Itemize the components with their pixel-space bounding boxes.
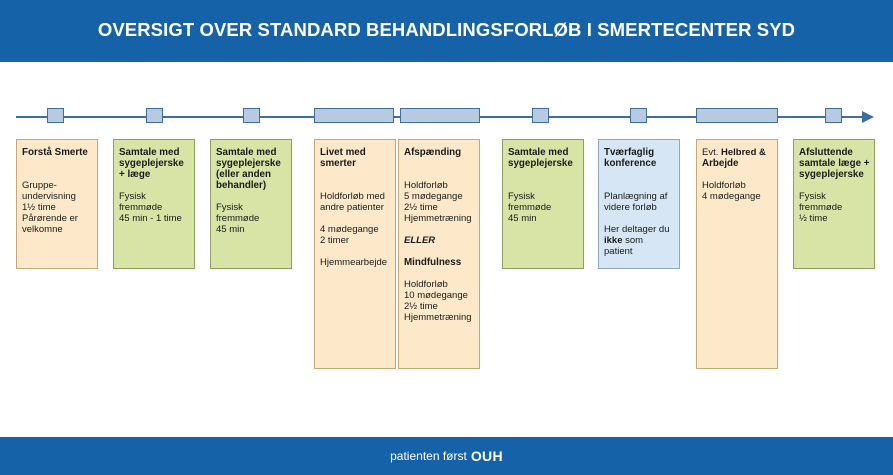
card-line: Hjemmetræning [404, 312, 472, 323]
card-line: andre patienter [320, 202, 384, 213]
card-title: Forstå Smerte [22, 147, 88, 158]
card-line: velkomne [22, 224, 63, 235]
card-title-line: sygeplejerske [799, 169, 864, 180]
card-title-line: sygeplejerske [216, 158, 281, 169]
card-line: 2½ time [404, 301, 438, 312]
card-title-line: samtale læge + [799, 158, 870, 169]
card-line: 4 mødegange [320, 224, 379, 235]
card-line: Fysisk [216, 202, 243, 213]
timeline-marker-6 [532, 108, 549, 123]
card-line: undervisning [22, 191, 76, 202]
card-title-line: sygeplejerske [119, 158, 184, 169]
card-title-line: Tværfaglig [604, 147, 655, 158]
timeline-marker-1 [47, 108, 64, 123]
card-line: fremmøde [508, 202, 552, 213]
page-title: OVERSIGT OVER STANDARD BEHANDLINGSFORLØB… [97, 19, 796, 40]
card-line: Her deltager du [604, 224, 670, 235]
card-line: videre forløb [604, 202, 657, 213]
card-title-line: + læge [119, 169, 151, 180]
card-line: 45 min [216, 224, 245, 235]
card-line: fremmøde [799, 202, 843, 213]
card-line: Pårørende er [22, 213, 78, 224]
card-title-line: Samtale med [216, 147, 277, 158]
emphasis: ikke [604, 235, 623, 246]
card-line: fremmøde [119, 202, 163, 213]
ouh-logo-text: OUH [470, 448, 503, 464]
card-title-line: Arbejde [702, 158, 739, 169]
header-banner: OVERSIGT OVER STANDARD BEHANDLINGSFORLØB… [0, 0, 893, 62]
card-line: Holdforløb med [320, 191, 385, 202]
card-title: Afspænding [404, 147, 462, 158]
card-line: 10 mødegange [404, 290, 468, 301]
card-title-line: Samtale med [119, 147, 180, 158]
card-line: fremmøde [216, 213, 260, 224]
timeline-marker-2 [146, 108, 163, 123]
card-title-line: Livet med [320, 147, 366, 158]
card-title-line: konference [604, 158, 657, 169]
step-card-helbred-arbejde: Evt. Helbred & Arbejde Holdforløb 4 møde… [696, 139, 778, 369]
timeline-marker-5 [400, 108, 480, 123]
step-card-samtale-sygeplejerske: Samtale med sygeplejerske Fysisk fremmød… [502, 139, 584, 269]
card-line: 45 min - 1 time [119, 213, 182, 224]
card-title-line: (eller anden [216, 169, 271, 180]
card-line: Hjemmetræning [404, 213, 472, 224]
card-title-line: Evt. Helbred & [702, 147, 773, 158]
card-title-line: smerter [320, 158, 356, 169]
card-line: Fysisk [119, 191, 146, 202]
card-line: ½ time [799, 213, 828, 224]
card-title-line: behandler) [216, 180, 267, 191]
footer-banner: patienten først OUH [0, 437, 893, 475]
card-line: patient [604, 246, 633, 257]
card-line: Holdforløb [404, 279, 448, 290]
emphasis: Helbred & [721, 147, 766, 158]
timeline-marker-4 [314, 108, 394, 123]
footer-tagline: patienten først [390, 449, 467, 463]
step-card-samtale-laege: Samtale med sygeplejerske + læge Fysisk … [113, 139, 195, 269]
timeline-arrowhead [862, 111, 874, 123]
card-title-line: Samtale med [508, 147, 569, 158]
card-line: ikke som [604, 235, 675, 246]
card-line: 1½ time [22, 202, 56, 213]
or-separator: ELLER [404, 235, 436, 246]
card-line: Hjemmearbejde [320, 257, 388, 268]
timeline-marker-7 [630, 108, 647, 123]
card-line: 4 mødegange [702, 191, 761, 202]
card-line: Fysisk [799, 191, 826, 202]
step-card-forstaa-smerte: Forstå Smerte Gruppe- undervisning 1½ ti… [16, 139, 98, 269]
card-line: 5 mødegange [404, 191, 463, 202]
card-line: Holdforløb [702, 180, 746, 191]
card-title-line: Afsluttende [799, 147, 853, 158]
card-line: 45 min [508, 213, 537, 224]
card-line: Fysisk [508, 191, 535, 202]
timeline-marker-8 [696, 108, 778, 123]
step-card-tvaerfaglig-konference: Tværfaglig konference Planlægning af vid… [598, 139, 680, 269]
step-card-afspaending-mindfulness: Afspænding Holdforløb 5 mødegange 2½ tim… [398, 139, 480, 369]
card-text: Evt. [702, 147, 722, 158]
card-subtitle: Mindfulness [404, 257, 462, 268]
card-title-line: sygeplejerske [508, 158, 573, 169]
card-line: 2 timer [320, 235, 350, 246]
card-text: som [622, 235, 644, 246]
card-line: Gruppe- [22, 180, 57, 191]
card-line: Planlægning af [604, 191, 668, 202]
step-card-afsluttende-samtale: Afsluttende samtale læge + sygeplejerske… [793, 139, 875, 269]
timeline-marker-3 [243, 108, 260, 123]
card-line: Holdforløb [404, 180, 448, 191]
step-card-samtale-behandler: Samtale med sygeplejerske (eller anden b… [210, 139, 292, 269]
timeline-marker-9 [825, 108, 842, 123]
card-line: 2½ time [404, 202, 438, 213]
step-card-livet-med-smerter: Livet med smerter Holdforløb med andre p… [314, 139, 396, 369]
